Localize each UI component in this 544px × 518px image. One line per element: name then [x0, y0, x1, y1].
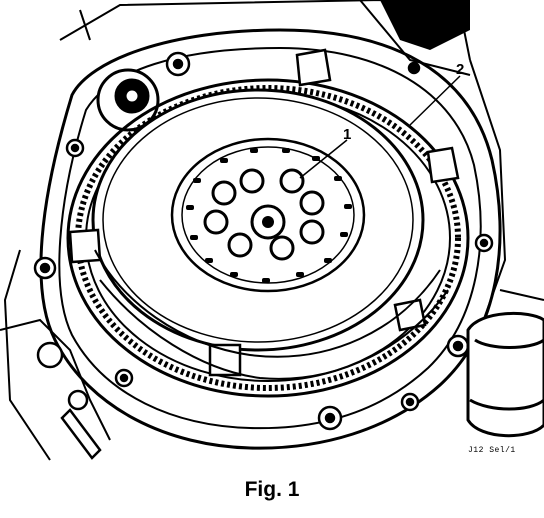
figure-reference-code: J12 Sel/1	[468, 446, 516, 455]
flywheel-diagram	[0, 0, 544, 461]
oil-filter	[466, 311, 544, 438]
flywheel-hub	[170, 137, 366, 293]
flywheel-bolts	[203, 168, 325, 261]
hub-slots	[186, 148, 352, 283]
bellhousing	[39, 28, 502, 450]
callout-label-2: 2	[456, 61, 465, 78]
lower-left-details	[36, 341, 102, 460]
bellhousing-bolt-bosses	[33, 51, 494, 431]
callout-leaders	[299, 75, 461, 179]
engine-block-fill	[380, 0, 470, 50]
rim-shadow	[94, 249, 449, 380]
callout-label-1: 1	[343, 126, 352, 143]
figure-caption: Fig. 1	[244, 478, 300, 501]
